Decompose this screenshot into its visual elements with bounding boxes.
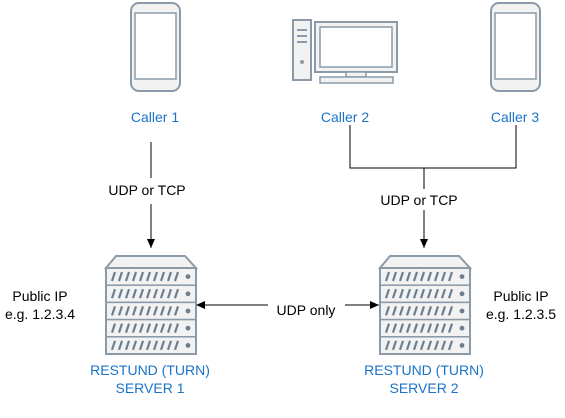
- server2-label-line2: SERVER 2: [389, 380, 459, 396]
- server-unit: [105, 284, 197, 304]
- server-unit: [379, 301, 471, 321]
- caller2-desktop-icon: [292, 19, 398, 84]
- edge-label-caller1-server1: UDP or TCP: [108, 182, 186, 198]
- caller3-phone-icon: [490, 2, 541, 92]
- server-unit: [379, 267, 471, 286]
- edge-label-server-link: UDP only: [276, 302, 336, 318]
- server2-rack-icon: [377, 255, 473, 355]
- server1-label-line1: RESTUND (TURN): [90, 362, 210, 378]
- server-unit: [105, 336, 197, 355]
- server1-label-line2: SERVER 1: [115, 380, 185, 396]
- edge-callers-join: [349, 125, 517, 169]
- caller1-phone-icon: [130, 2, 181, 92]
- server2-ip-title: Public IP: [493, 288, 549, 304]
- server1-ip-value: e.g. 1.2.3.4: [4, 306, 76, 322]
- server2-label-line1: RESTUND (TURN): [364, 362, 484, 378]
- caller3-label: Caller 3: [490, 109, 540, 125]
- server2-ip-value: e.g. 1.2.3.5: [485, 306, 557, 322]
- server-unit: [379, 318, 471, 338]
- server-unit: [105, 301, 197, 321]
- server-unit: [105, 318, 197, 338]
- server-unit: [105, 267, 197, 286]
- server1-ip-title: Public IP: [12, 288, 68, 304]
- edge-label-callers-server2: UDP or TCP: [380, 192, 458, 208]
- server-unit: [379, 336, 471, 355]
- server1-rack-icon: [103, 255, 199, 355]
- server-unit: [379, 284, 471, 304]
- caller2-label: Caller 2: [320, 109, 370, 125]
- caller1-label: Caller 1: [130, 109, 180, 125]
